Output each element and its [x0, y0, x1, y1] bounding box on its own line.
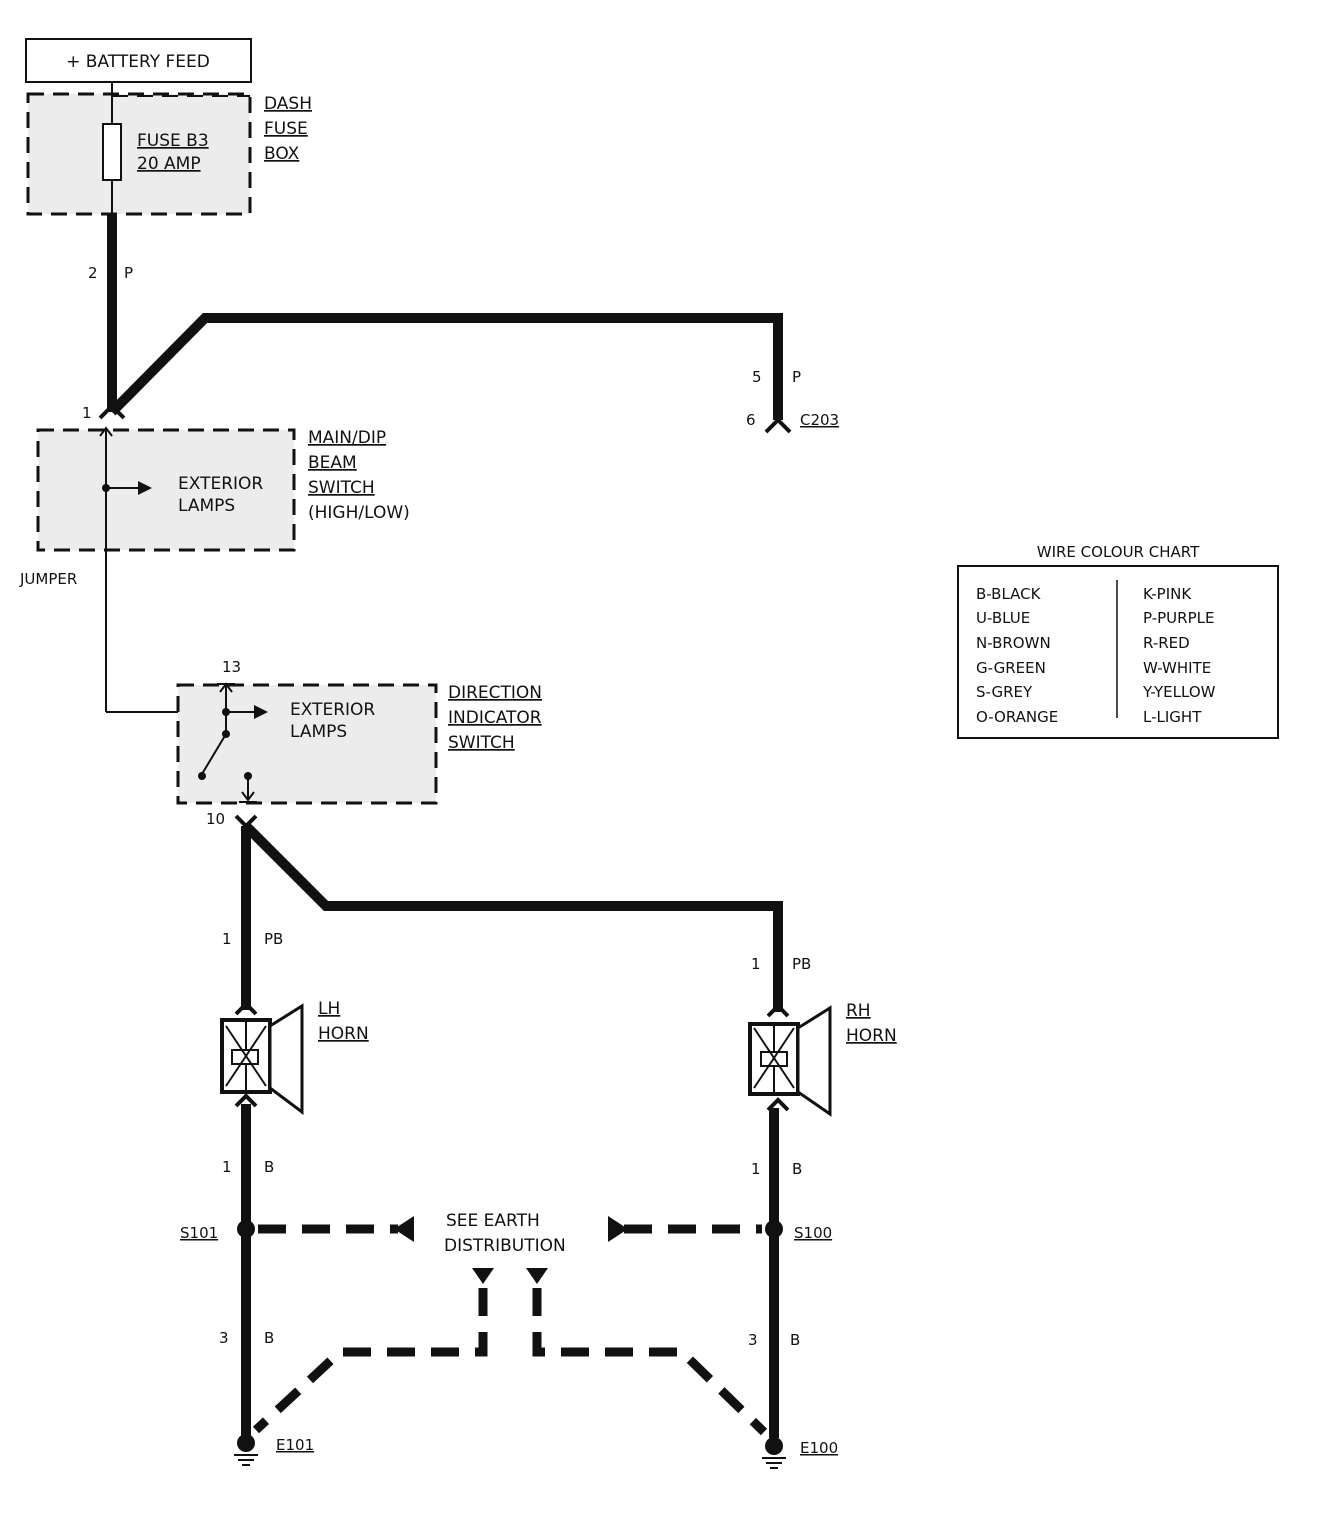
- fuse-rating: 20 AMP: [137, 154, 201, 174]
- colour-chart-right-item: L-LIGHT: [1143, 708, 1202, 726]
- splice-left-label: S101: [180, 1224, 218, 1242]
- c203-pin: 6: [746, 411, 756, 429]
- beam-switch-pin: 1: [82, 404, 92, 422]
- colour-chart-right-item: Y-YELLOW: [1142, 683, 1216, 701]
- wire-colour: B: [790, 1331, 800, 1349]
- colour-chart-left-item: S-GREY: [976, 683, 1033, 701]
- connector-pin-icon: [234, 814, 258, 829]
- beam-inner-label-1: EXTERIOR: [178, 474, 263, 494]
- earth-distribution: S101 S100 SEE EARTH DISTRIBUTION: [180, 1211, 832, 1436]
- earth-note-line-2: DISTRIBUTION: [444, 1236, 566, 1256]
- connector-pin-icon: [764, 417, 792, 434]
- beam-inner-label-2: LAMPS: [178, 496, 235, 516]
- colour-chart-right-item: W-WHITE: [1143, 659, 1211, 677]
- indicator-switch-label-1: DIRECTION: [448, 683, 542, 703]
- battery-feed-label: + BATTERY FEED: [66, 52, 210, 72]
- indicator-pin-in: 13: [222, 658, 241, 676]
- splice-s101-icon: [237, 1220, 255, 1238]
- wire-pin: 1: [222, 1158, 232, 1176]
- wire-pin: 1: [751, 1160, 761, 1178]
- wire-colour: PB: [792, 955, 811, 973]
- indicator-pin-out: 10: [206, 810, 225, 828]
- wire-colour: PB: [264, 930, 283, 948]
- earth-e101: E101: [234, 1434, 314, 1466]
- colour-chart-right-item: R-RED: [1143, 634, 1190, 652]
- arrow-icon: [394, 1216, 414, 1242]
- beam-switch-label-3: SWITCH: [308, 478, 375, 498]
- wire-pin: 3: [748, 1331, 758, 1349]
- arrow-icon: [138, 481, 152, 495]
- arrow-icon: [608, 1216, 628, 1242]
- wire-colour-chart: WIRE COLOUR CHART B-BLACK U-BLUE N-BROWN…: [957, 543, 1279, 739]
- wire-pin: 5: [752, 368, 762, 386]
- fuse-box-label-2: FUSE: [264, 119, 308, 139]
- ground-icon: [234, 1454, 258, 1466]
- horn-feed-wires: 1 PB 1 PB: [222, 814, 811, 1012]
- beam-switch-label-1: MAIN/DIP: [308, 428, 386, 448]
- c203-label: C203: [800, 411, 839, 429]
- colour-chart-left-item: N-BROWN: [976, 634, 1051, 652]
- colour-chart-right-item: K-PINK: [1143, 585, 1192, 603]
- beam-switch-label-2: BEAM: [308, 453, 357, 473]
- jumper-label: JUMPER: [19, 570, 77, 588]
- rh-horn-label-1: RH: [846, 1001, 871, 1021]
- splice-right-label: S100: [794, 1224, 832, 1242]
- colour-chart-title: WIRE COLOUR CHART: [1037, 543, 1200, 561]
- splice-s100-icon: [765, 1220, 783, 1238]
- wire-pin: 3: [219, 1329, 229, 1347]
- fuse-icon: [102, 123, 122, 181]
- indicator-switch-label-2: INDICATOR: [448, 708, 542, 728]
- indicator-inner-label-1: EXTERIOR: [290, 700, 375, 720]
- lh-horn: LH HORN: [220, 999, 369, 1115]
- colour-chart-left-item: U-BLUE: [976, 609, 1030, 627]
- beam-switch-label-4: (HIGH/LOW): [308, 503, 410, 523]
- wire-pin: 1: [222, 930, 232, 948]
- connector-pin-icon: [98, 403, 126, 420]
- earth-right-label: E100: [800, 1439, 838, 1457]
- earth-wires: 1 B 1 B 3 B 3 B: [219, 1104, 802, 1438]
- indicator-switch-label-3: SWITCH: [448, 733, 515, 753]
- earth-pointer-icon: [472, 1268, 494, 1284]
- main-dip-beam-switch: 1 EXTERIOR LAMPS MAIN/DIP BEAM SWITCH (H…: [36, 404, 410, 712]
- earth-pointer-icon: [526, 1268, 548, 1284]
- lh-horn-label-1: LH: [318, 999, 340, 1019]
- wire-pin: 1: [751, 955, 761, 973]
- fuse-box-label-1: DASH: [264, 94, 312, 114]
- rh-horn-label-2: HORN: [846, 1026, 897, 1046]
- wire-colour: B: [264, 1329, 274, 1347]
- earth-e100: E100: [762, 1437, 838, 1469]
- earth-note-line-1: SEE EARTH: [446, 1211, 540, 1231]
- wire-colour: P: [792, 368, 801, 386]
- earth-left-label: E101: [276, 1436, 314, 1454]
- lh-horn-label-2: HORN: [318, 1024, 369, 1044]
- fuse-box-label-3: BOX: [264, 144, 300, 164]
- wire-pin: 2: [88, 264, 98, 282]
- fuse-name: FUSE B3: [137, 131, 209, 151]
- ground-icon: [762, 1457, 786, 1469]
- wire-colour: B: [792, 1160, 802, 1178]
- rh-horn: RH HORN: [748, 1001, 897, 1117]
- wire-colour: P: [124, 264, 133, 282]
- feed-wires: 2 P 5 P 6 C203: [88, 214, 839, 434]
- colour-chart-right-item: P-PURPLE: [1143, 609, 1214, 627]
- colour-chart-left-item: O-ORANGE: [976, 708, 1058, 726]
- direction-indicator-switch: 13 EXTERIOR LAMPS DIRECTION INDICATOR SW…: [176, 658, 542, 828]
- colour-chart-left-item: B-BLACK: [976, 585, 1042, 603]
- battery-feed-box: + BATTERY FEED: [25, 38, 252, 83]
- colour-chart-left-item: G-GREEN: [976, 659, 1046, 677]
- dash-fuse-box: FUSE B3 20 AMP DASH FUSE BOX: [26, 82, 312, 216]
- indicator-inner-label-2: LAMPS: [290, 722, 347, 742]
- wire-colour: B: [264, 1158, 274, 1176]
- arrow-icon: [254, 705, 268, 719]
